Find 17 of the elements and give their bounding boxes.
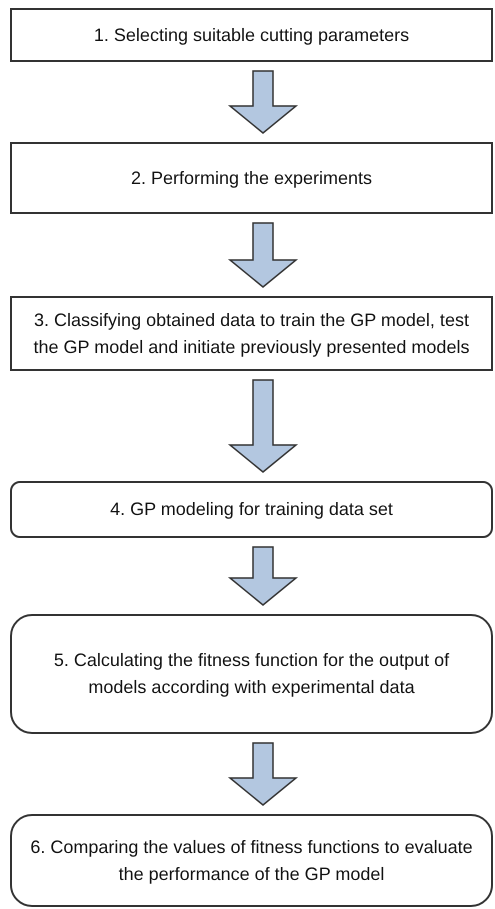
- block-arrow: [228, 70, 298, 134]
- block-arrow: [228, 379, 298, 473]
- step-text: 3. Classifying obtained data to train the GP model, test the GP model and initiate previously presented models: [32, 308, 470, 359]
- process-box: [10, 142, 493, 214]
- step-text: 1. Selecting suitable cutting parameters: [94, 24, 410, 47]
- block-arrow: [228, 742, 298, 806]
- process-box: [10, 296, 493, 371]
- process-box: [10, 481, 493, 538]
- step-text: 5. Calculating the fitness function for the output of models according with experimental data: [52, 649, 450, 699]
- process-box: [10, 814, 493, 907]
- step-text: 6. Comparing the values of fitness functions to evaluate the performance of the GP model: [29, 836, 474, 886]
- process-box: [10, 8, 493, 62]
- step-text: 4. GP modeling for training data set: [110, 498, 393, 521]
- step-text: 2. Performing the experiments: [130, 166, 372, 190]
- process-box: [10, 614, 493, 734]
- block-arrow: [228, 222, 298, 288]
- block-arrow: [228, 546, 298, 606]
